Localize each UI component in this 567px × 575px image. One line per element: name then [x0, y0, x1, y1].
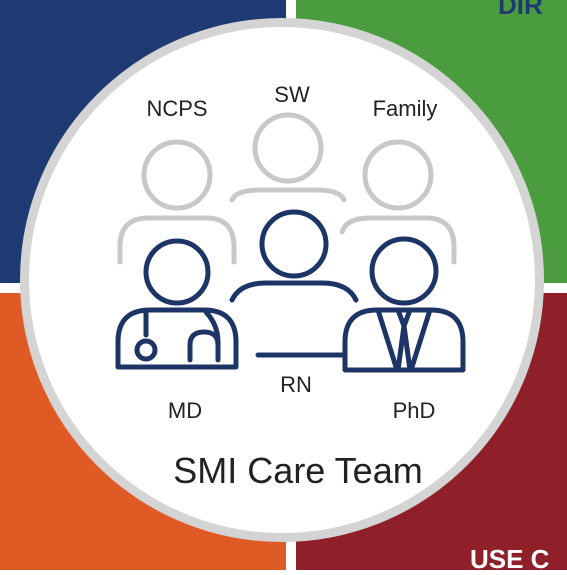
- sw-label: SW: [274, 82, 310, 107]
- md-doctor-icon: [115, 238, 239, 370]
- family-person-icon: [339, 139, 457, 265]
- ncps-label: NCPS: [146, 96, 208, 121]
- phd-person-icon: [342, 236, 466, 373]
- top-right-partial-heading: DIR: [498, 0, 543, 20]
- rn-label: RN: [280, 372, 312, 397]
- care-team-title: SMI Care Team: [173, 450, 423, 491]
- md-label: MD: [167, 398, 203, 423]
- phd-label: PhD: [392, 398, 436, 423]
- family-label: Family: [372, 96, 438, 121]
- ncps-person-icon: [117, 139, 237, 265]
- sw-person-icon: [229, 112, 347, 203]
- bottom-right-partial-heading: USE C: [470, 544, 550, 574]
- rn-person-icon: [229, 209, 359, 358]
- care-team-circle: [20, 18, 544, 542]
